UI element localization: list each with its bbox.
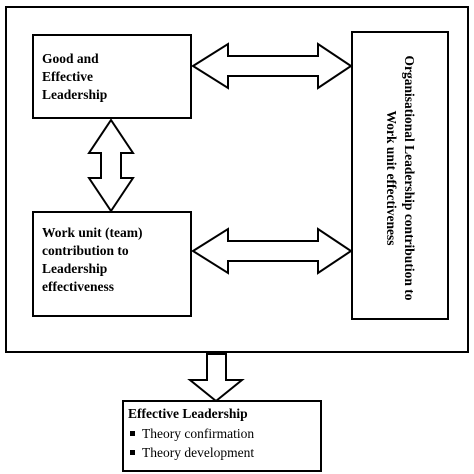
effective-leadership-outcome-box [122, 400, 322, 472]
work-unit-line-1: Work unit (team) [42, 225, 143, 240]
outcome-item: Theory confirmation [128, 424, 254, 443]
good-leadership-line-3: Leadership [42, 87, 108, 102]
good-leadership-line-2: Effective [42, 69, 93, 84]
outcome-item-label: Theory development [142, 445, 255, 460]
bottom-double-arrow [191, 227, 353, 275]
work-unit-line-4: effectiveness [42, 279, 114, 294]
down-arrow [187, 353, 245, 403]
framework-frame [5, 6, 469, 353]
good-effective-leadership-box [32, 34, 192, 119]
organisational-leadership-box [351, 31, 449, 320]
good-leadership-line-1: Good and [42, 51, 99, 66]
outcome-item-label: Theory confirmation [142, 426, 255, 441]
work-unit-line-2: contribution to [42, 243, 129, 258]
work-unit-contribution-box [32, 211, 192, 317]
vertical-double-arrow [87, 118, 135, 213]
square-bullet-icon [130, 450, 135, 456]
good-effective-leadership-label: Good and Effective Leadership [42, 50, 187, 104]
top-double-arrow [191, 42, 353, 90]
work-unit-contribution-label: Work unit (team) contribution to Leaders… [42, 224, 190, 296]
work-unit-line-3: Leadership [42, 261, 108, 276]
outcome-list: Theory confirmation Theory development [128, 424, 254, 462]
square-bullet-icon [130, 431, 135, 437]
outcome-title: Effective Leadership [128, 406, 248, 421]
outcome-item: Theory development [128, 443, 254, 462]
